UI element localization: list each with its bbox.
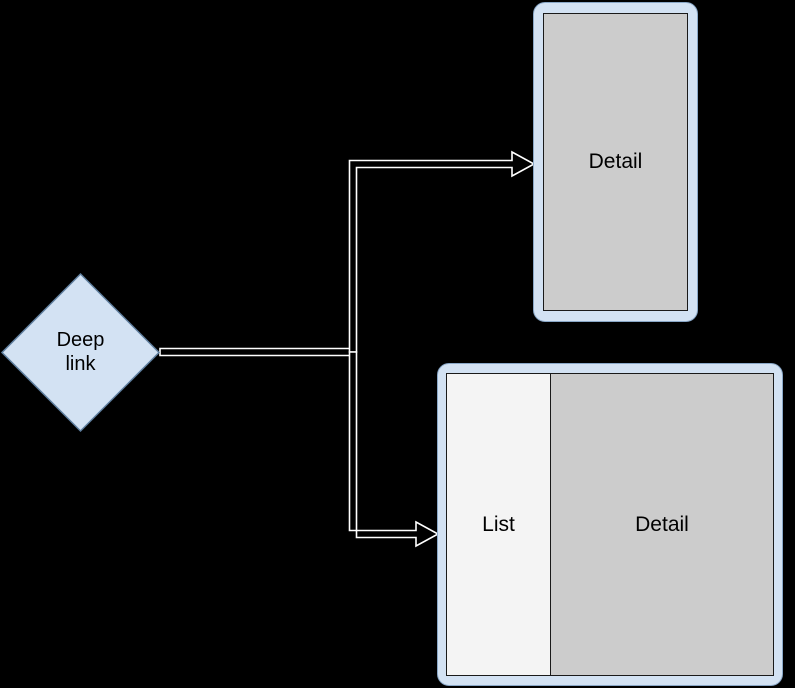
split-pane-screen: List Detail: [446, 373, 774, 676]
single-pane-detail[interactable]: Detail: [544, 14, 687, 310]
split-pane-detail[interactable]: Detail: [551, 374, 773, 675]
edge-to-single-pane-detail: [348, 150, 536, 353]
diamond-shape: [0, 272, 161, 433]
single-pane-screen: Detail: [543, 13, 688, 311]
node-split-pane-frame[interactable]: List Detail: [437, 363, 783, 686]
split-pane-list[interactable]: List: [447, 374, 551, 675]
node-single-pane-frame[interactable]: Detail: [533, 2, 698, 322]
edge-deep-link-to-branch: [159, 347, 354, 357]
edge-to-split-pane-list: [348, 351, 440, 548]
node-deep-link[interactable]: Deep link: [0, 272, 161, 433]
node-deep-link-label: Deep link: [56, 328, 105, 375]
